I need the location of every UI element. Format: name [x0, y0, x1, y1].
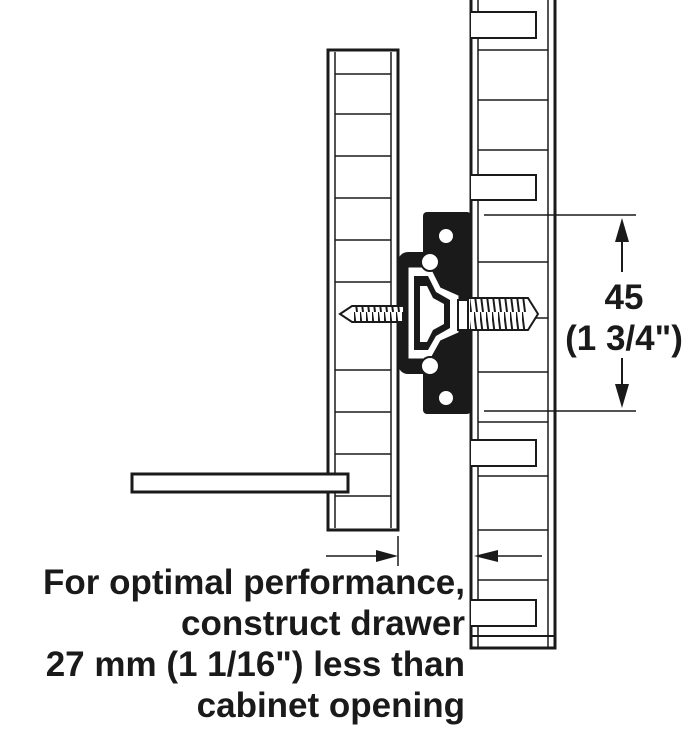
arrow-up-icon — [615, 218, 629, 242]
note-line-4: cabinet opening — [196, 686, 465, 725]
installation-note: For optimal performance, construct drawe… — [0, 562, 465, 726]
cabinet-side-panel — [469, 0, 557, 650]
drawer-bottom — [130, 472, 350, 494]
hole-spacing-dimension: 45 (1 3/4") — [484, 214, 683, 412]
arrow-right-icon — [376, 550, 398, 562]
drawer-screw — [338, 305, 405, 323]
note-line-2: construct drawer — [181, 604, 465, 643]
arrow-left-icon — [474, 550, 498, 562]
slide-rail — [398, 212, 471, 414]
note-line-3: 27 mm (1 1/16") less than — [45, 645, 465, 684]
cabinet-screw — [457, 297, 540, 331]
arrow-down-icon — [615, 384, 629, 408]
clearance-indicator — [326, 536, 542, 566]
dimension-mm: 45 — [605, 278, 644, 317]
note-line-1: For optimal performance, — [42, 563, 465, 602]
drawer-side-panel — [326, 48, 400, 532]
dimension-inches: (1 3/4") — [565, 319, 683, 358]
